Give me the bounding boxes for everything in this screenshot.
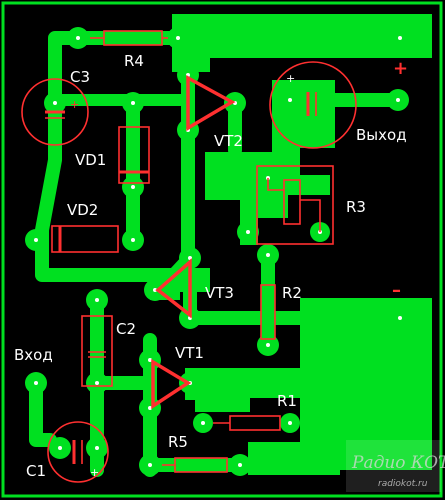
label-minus-supply: –	[392, 280, 401, 301]
label-r2: R2	[282, 284, 302, 302]
label-r3: R3	[346, 198, 366, 216]
label-r1: R1	[277, 392, 297, 410]
resistor-r5-symbol	[162, 457, 228, 473]
capacitor-c3-symbol	[21, 78, 89, 146]
label-c1: C1	[26, 462, 46, 480]
label-vt2: VT2	[214, 132, 243, 150]
copper-layer	[29, 14, 432, 477]
diode-vd2-symbol	[51, 225, 119, 253]
label-plus-supply: +	[393, 58, 408, 79]
silkscreen-layer	[21, 30, 357, 483]
capacitor-c1-symbol	[47, 421, 109, 483]
label-r4: R4	[124, 52, 144, 70]
label-vd1: VD1	[75, 151, 106, 169]
labels: C3 R4 VD1 VT2 VD2 R3 VT3 R2 C2 VT1 Вход …	[14, 52, 408, 480]
label-c2: C2	[116, 320, 136, 338]
label-plus-output-cap: +	[286, 72, 295, 85]
trace-input	[29, 378, 57, 447]
resistor-r1-symbol	[213, 415, 281, 431]
label-c3: C3	[70, 68, 90, 86]
trimmer-r3-symbol	[256, 165, 334, 245]
transistor-vt2-symbol	[186, 75, 236, 132]
label-vt3: VT3	[205, 284, 234, 302]
label-vd2: VD2	[67, 201, 98, 219]
trace-left-rail	[35, 31, 157, 282]
copper-gnd-pour	[248, 298, 432, 475]
pad-holes	[34, 36, 402, 467]
label-vhod: Вход	[14, 346, 53, 364]
copper-r3-pour	[205, 152, 330, 245]
label-r5: R5	[168, 433, 188, 451]
watermark-title: Радио КОТ	[351, 453, 445, 473]
label-plus-c1: +	[90, 466, 99, 479]
resistor-r2-symbol	[260, 284, 276, 340]
capacitor-c2-symbol	[81, 315, 113, 387]
copper-r1-pour	[185, 368, 300, 412]
capacitor-output-symbol	[269, 61, 357, 149]
transistor-vt1-symbol	[151, 358, 192, 410]
label-vt1: VT1	[175, 344, 204, 362]
copper-top-pour	[172, 14, 432, 72]
label-plus-c3: +	[70, 98, 79, 111]
transistor-vt3-symbol	[155, 258, 192, 319]
watermark-url: radiokot.ru	[378, 479, 428, 489]
resistor-r4-symbol	[90, 30, 168, 46]
watermark: Радио КОТ radiokot.ru	[346, 440, 445, 492]
diode-vd1-symbol	[118, 126, 150, 184]
label-vyhod: Выход	[356, 126, 407, 144]
